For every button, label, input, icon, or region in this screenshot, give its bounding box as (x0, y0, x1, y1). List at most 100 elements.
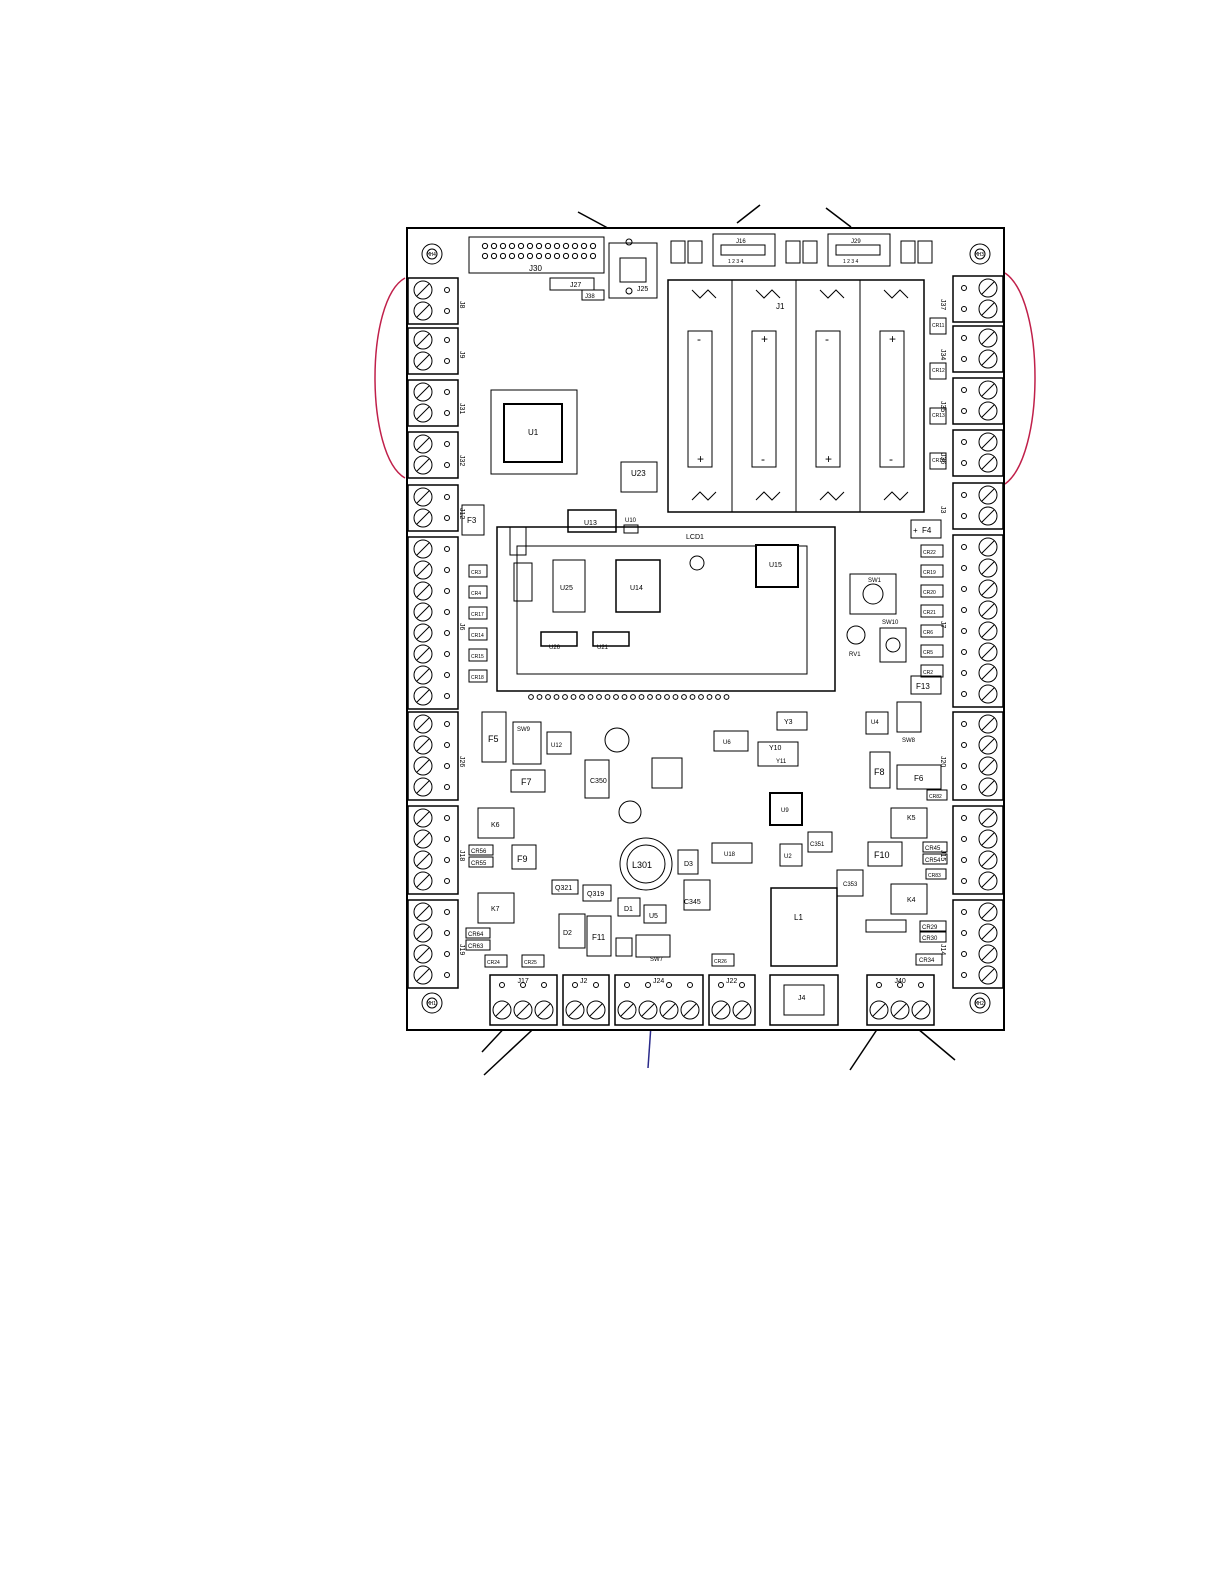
lcd1-module (496, 526, 836, 692)
svg-text:J24: J24 (653, 978, 664, 985)
svg-text:SW1: SW1 (868, 578, 882, 584)
svg-text:J8: J8 (458, 301, 465, 309)
d3-label: D3 (684, 861, 693, 868)
svg-text:CR55: CR55 (471, 861, 487, 867)
svg-text:CR26: CR26 (714, 959, 727, 965)
k6-label: K6 (491, 822, 500, 829)
u5-label: U5 (649, 913, 658, 920)
svg-text:CR22: CR22 (923, 550, 936, 556)
svg-text:J3: J3 (939, 506, 946, 514)
mh3-label: MH3 (975, 252, 984, 258)
u20-chip (513, 562, 533, 602)
f5-label: F5 (488, 734, 499, 744)
f3-fuse (461, 504, 485, 536)
svg-text:CR19: CR19 (923, 570, 936, 576)
svg-text:U21: U21 (597, 645, 609, 651)
svg-text:CR5: CR5 (923, 650, 933, 656)
u14-chip (615, 559, 661, 613)
u9-label: U9 (781, 808, 789, 814)
svg-text:U23: U23 (631, 469, 646, 478)
svg-text:CR16: CR16 (932, 458, 945, 464)
terminal-block-j2: J2 (562, 974, 610, 1026)
y10-label: Y10 (769, 745, 782, 752)
u21-chip (592, 631, 630, 647)
svg-text:U26: U26 (549, 645, 561, 651)
cr-cr17 (468, 606, 488, 620)
svg-text:F13: F13 (916, 682, 930, 691)
terminal-block-j26: J26 (407, 711, 465, 801)
cr-cr15 (468, 648, 488, 662)
f12-fuse (509, 526, 527, 556)
terminal-block-j34: J34 (939, 325, 1004, 373)
svg-text:CR82: CR82 (929, 794, 942, 800)
right-bracket (1004, 272, 1036, 485)
q319-label: Q319 (587, 891, 604, 898)
l1-label: L1 (794, 913, 803, 922)
svg-text:CR20: CR20 (923, 590, 936, 596)
svg-text:J12: J12 (458, 508, 465, 519)
battery-terminal-top: - (697, 332, 701, 346)
terminal-block-j37: J37 (939, 275, 1004, 323)
svg-text:CR17: CR17 (471, 612, 484, 618)
svg-text:CR6: CR6 (923, 630, 933, 636)
f13-fuse (910, 675, 942, 695)
svg-text:J1: J1 (776, 302, 785, 311)
svg-text:1 2 3 4: 1 2 3 4 (843, 259, 859, 265)
sw1-switch (849, 573, 897, 615)
u4-label: U4 (871, 720, 879, 726)
j16-header (712, 233, 776, 267)
terminal-block-j14: J14 (939, 899, 1004, 989)
terminal-block-j40: J40 (866, 974, 935, 1026)
svg-text:CR15: CR15 (471, 654, 484, 660)
u26-chip (540, 631, 578, 647)
j25-connector (608, 238, 658, 299)
c345-label: C345 (684, 899, 701, 906)
svg-text:CR13: CR13 (932, 413, 945, 419)
svg-text:J31: J31 (458, 403, 465, 414)
f10-label: F10 (874, 850, 890, 860)
svg-text:J6: J6 (458, 623, 465, 631)
terminal-block-j8: J8 (407, 277, 465, 325)
c353-label: C353 (843, 882, 858, 888)
svg-text:CR64: CR64 (468, 932, 484, 938)
sw7-label: SW7 (650, 957, 664, 963)
svg-text:CR45: CR45 (925, 846, 941, 852)
sw10-switch (879, 627, 907, 663)
terminal-block-j9: J9 (407, 327, 465, 375)
terminal-block-j31: J31 (407, 379, 465, 427)
svg-text:J14: J14 (939, 944, 946, 955)
svg-text:J30: J30 (529, 264, 542, 273)
svg-text:+: + (913, 526, 918, 535)
sw8-label: SW8 (902, 738, 916, 744)
svg-text:CR21: CR21 (923, 610, 936, 616)
battery-terminal-bottom: + (825, 452, 832, 466)
q321-label: Q321 (555, 885, 572, 892)
f7-label: F7 (521, 777, 532, 787)
cr-cr19 (920, 564, 944, 578)
f4-fuse (910, 519, 942, 539)
svg-text:J32: J32 (458, 455, 465, 466)
f9-label: F9 (517, 854, 528, 864)
svg-text:CR2: CR2 (923, 670, 933, 676)
svg-text:CR24: CR24 (487, 960, 500, 966)
mounting-holes (421, 243, 991, 1014)
battery-terminal-top: + (889, 332, 896, 346)
svg-text:F4: F4 (922, 526, 932, 535)
terminal-block-j19: J19 (407, 899, 465, 989)
terminal-block-j36: J36 (939, 429, 1004, 477)
l301-label: L301 (632, 860, 652, 870)
terminal-block-j12: J12 (407, 484, 465, 532)
svg-text:J16: J16 (736, 239, 746, 245)
cr-cr5 (920, 644, 944, 658)
svg-text:U1: U1 (528, 428, 539, 437)
top-small-parts (670, 240, 933, 264)
cr-cr2 (920, 664, 944, 678)
svg-text:J15: J15 (939, 850, 946, 861)
terminal-block-j22: J22 (708, 974, 756, 1026)
svg-text:U15: U15 (769, 562, 782, 569)
cr-cr6 (920, 624, 944, 638)
svg-text:J17: J17 (518, 978, 529, 985)
leader-j24 (647, 1024, 652, 1069)
svg-text:CR29: CR29 (922, 925, 938, 931)
